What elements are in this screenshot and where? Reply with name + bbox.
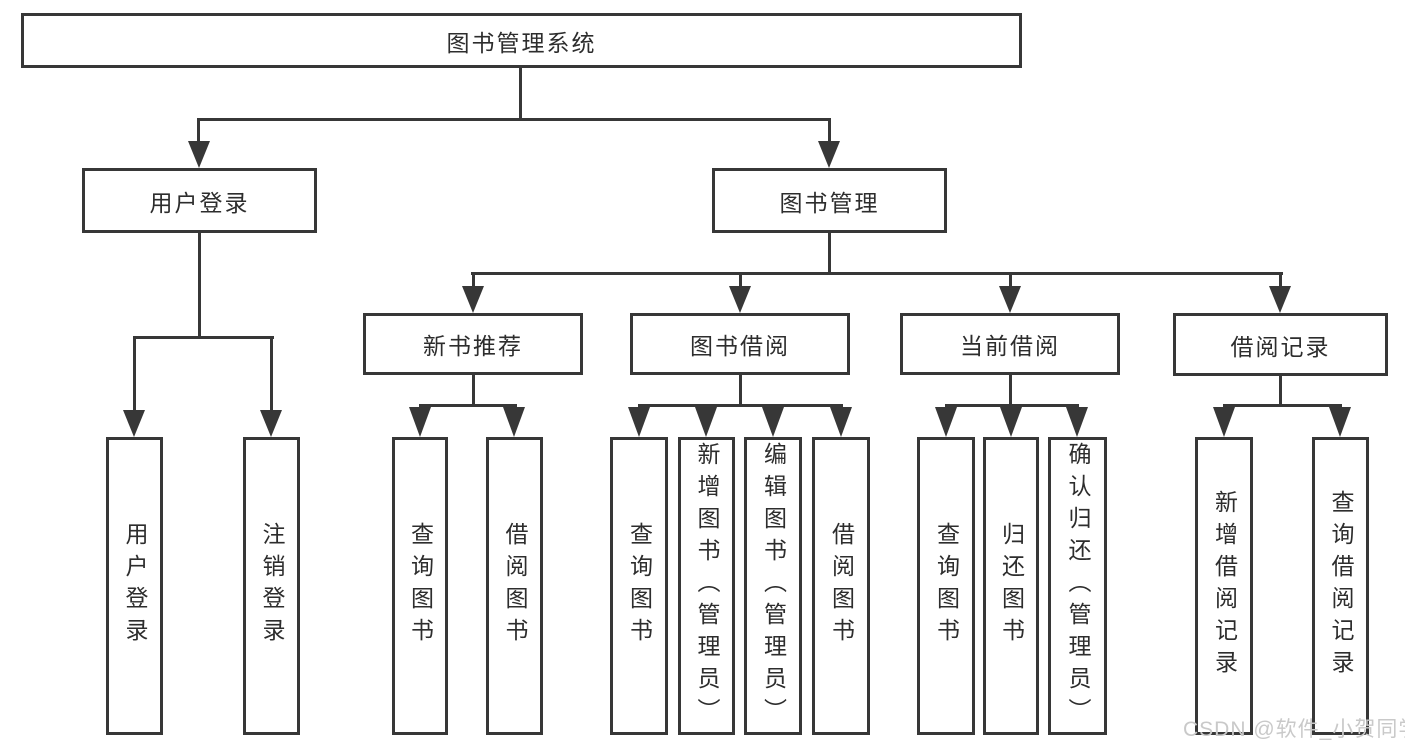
node-user-login-label: 用户登录 xyxy=(149,189,250,216)
connector-g3-horizontal xyxy=(1223,404,1342,407)
arrowhead-g3-child-1 xyxy=(1213,407,1235,437)
arrowhead-user-login xyxy=(188,141,210,168)
connector-g0-horizontal xyxy=(419,404,517,407)
node-current-borrow: 当前借阅 xyxy=(900,313,1120,375)
connector-user-login-shaft xyxy=(197,118,200,143)
connector-g1-horizontal xyxy=(638,404,843,407)
connector-ul-stem xyxy=(198,233,201,339)
connector-ul-shaft-2 xyxy=(270,336,273,412)
arrowhead-g1-child-3 xyxy=(762,407,784,437)
arrowhead-g3-child-2 xyxy=(1329,407,1351,437)
leaf-nb-borrow-books: 借阅图书 xyxy=(486,437,543,735)
arrowhead-borrow-records xyxy=(1269,286,1291,313)
connector-root-horizontal xyxy=(197,118,831,121)
connector-g2-horizontal xyxy=(945,404,1079,407)
leaf-bb-borrow-books: 借阅图书 xyxy=(812,437,870,735)
arrowhead-g1-child-1 xyxy=(628,407,650,437)
node-borrow-records-label: 借阅记录 xyxy=(1230,333,1331,360)
connector-bm-shaft-3 xyxy=(1009,272,1012,288)
arrowhead-ul-child-1 xyxy=(123,410,145,437)
node-new-book-rec: 新书推荐 xyxy=(363,313,583,375)
leaf-bb-query-books: 查询图书 xyxy=(610,437,668,735)
leaf-user-login-label: 用户登录 xyxy=(122,522,148,650)
node-user-login: 用户登录 xyxy=(82,168,317,233)
leaf-cb-return-books-label: 归还图书 xyxy=(998,522,1025,650)
arrowhead-book-mgmt xyxy=(818,141,840,168)
arrowhead-current-borrow xyxy=(999,286,1021,313)
node-book-borrow: 图书借阅 xyxy=(630,313,850,375)
node-new-book-rec-label: 新书推荐 xyxy=(423,333,523,359)
connector-bm-shaft-2 xyxy=(739,272,742,288)
connector-bm-horizontal xyxy=(471,272,1283,275)
leaf-nb-query-books-label: 查询图书 xyxy=(407,522,434,650)
leaf-bb-borrow-books-label: 借阅图书 xyxy=(828,522,855,650)
leaf-bb-add-books-admin-label: 新增图书（管理员） xyxy=(694,442,720,730)
leaf-br-add-record: 新增借阅记录 xyxy=(1195,437,1253,735)
leaf-br-add-record-label: 新增借阅记录 xyxy=(1211,490,1238,682)
connector-ul-shaft-1 xyxy=(133,336,136,412)
leaf-cb-query-books: 查询图书 xyxy=(917,437,975,735)
leaf-bb-query-books-label: 查询图书 xyxy=(626,522,653,650)
leaf-cb-confirm-return-admin: 确认归还（管理员） xyxy=(1048,437,1107,735)
leaf-cb-confirm-return-admin-label: 确认归还（管理员） xyxy=(1065,442,1091,730)
connector-g2-stem xyxy=(1009,375,1012,407)
arrowhead-g0-child-2 xyxy=(503,407,525,437)
connector-g1-stem xyxy=(739,375,742,407)
arrowhead-ul-child-2 xyxy=(260,410,282,437)
leaf-nb-query-books: 查询图书 xyxy=(392,437,448,735)
arrowhead-g2-child-3 xyxy=(1066,407,1088,437)
arrowhead-g0-child-1 xyxy=(409,407,431,437)
leaf-cb-query-books-label: 查询图书 xyxy=(933,522,960,650)
connector-g3-stem xyxy=(1279,376,1282,407)
leaf-cb-return-books: 归还图书 xyxy=(983,437,1039,735)
node-book-mgmt-label: 图书管理 xyxy=(779,189,880,216)
connector-ul-horizontal xyxy=(133,336,274,339)
arrowhead-g1-child-2 xyxy=(695,407,717,437)
leaf-bb-add-books-admin: 新增图书（管理员） xyxy=(678,437,735,735)
node-root: 图书管理系统 xyxy=(21,13,1022,68)
connector-bm-shaft-4 xyxy=(1279,272,1282,288)
csdn-watermark: CSDN @软件_小贺同学 xyxy=(1183,718,1405,741)
leaf-logout: 注销登录 xyxy=(243,437,300,735)
leaf-bb-edit-books-admin: 编辑图书（管理员） xyxy=(744,437,802,735)
node-book-borrow-label: 图书借阅 xyxy=(690,333,790,359)
leaf-logout-label: 注销登录 xyxy=(259,522,285,650)
connector-g0-stem xyxy=(472,375,475,407)
arrowhead-new-book-rec xyxy=(462,286,484,313)
arrowhead-g2-child-2 xyxy=(1000,407,1022,437)
connector-bm-stem xyxy=(828,233,831,275)
leaf-user-login: 用户登录 xyxy=(106,437,163,735)
node-root-label: 图书管理系统 xyxy=(446,29,597,56)
node-borrow-records: 借阅记录 xyxy=(1173,313,1388,376)
leaf-br-query-record: 查询借阅记录 xyxy=(1312,437,1369,735)
leaf-nb-borrow-books-label: 借阅图书 xyxy=(502,522,528,650)
connector-bm-shaft-1 xyxy=(472,272,475,288)
connector-book-mgmt-shaft xyxy=(828,118,831,143)
node-book-mgmt: 图书管理 xyxy=(712,168,947,233)
leaf-br-query-record-label: 查询借阅记录 xyxy=(1328,490,1354,682)
arrowhead-book-borrow xyxy=(729,286,751,313)
leaf-bb-edit-books-admin-label: 编辑图书（管理员） xyxy=(760,442,787,730)
arrowhead-g1-child-4 xyxy=(830,407,852,437)
arrowhead-g2-child-1 xyxy=(935,407,957,437)
connector-root-stem xyxy=(519,68,522,121)
node-current-borrow-label: 当前借阅 xyxy=(960,333,1060,359)
